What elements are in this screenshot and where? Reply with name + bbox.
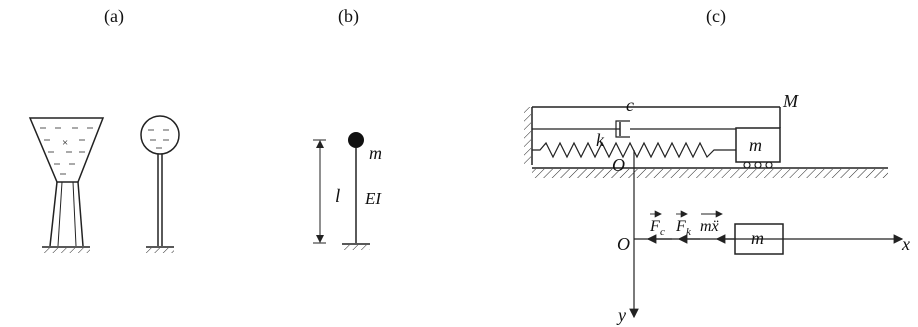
svg-text:mẍ: mẍ [700,218,720,235]
panel-a: (a) × [28,6,180,253]
conical-water-tower: × [28,117,105,253]
spring-label: k [596,130,605,150]
svg-text:F: F [649,218,660,235]
svg-text:F: F [675,218,686,235]
force-c-label: F c [649,210,665,238]
x-axis-label: x [901,234,910,254]
mass-block-fbd [734,223,784,255]
svg-text:k: k [686,226,692,238]
origin-top-label: O [612,155,625,175]
damper-label: c [626,95,634,115]
panel-a-label: (a) [104,6,124,27]
fixed-base [342,245,370,250]
spring-k [532,141,736,159]
length-dimension [313,139,326,244]
mass-label: m [369,143,382,163]
panel-b: (b) m l EI [313,6,382,250]
lumped-mass-ball [348,132,364,148]
stiffness-label: EI [364,189,382,208]
panel-c-label: (c) [706,6,726,27]
ground-hatch [532,169,888,178]
mass-top-label: m [749,135,762,155]
damper-c [532,120,736,138]
svg-text:c: c [660,226,665,238]
svg-text:×: × [62,137,68,149]
panel-c: (c) c k m M O [524,6,910,325]
panel-b-label: (b) [338,6,359,27]
y-axis-label: y [616,305,626,325]
inertia-force-label: mẍ [700,210,723,235]
length-label: l [335,186,340,207]
spherical-water-tower [140,115,180,253]
mass-fbd-label: m [751,228,764,248]
water-marks [40,127,93,175]
frame-m [524,106,781,165]
frame-mass-label: M [782,91,799,111]
force-k-label: F k [675,210,692,238]
origin-fbd-label: O [617,234,630,254]
